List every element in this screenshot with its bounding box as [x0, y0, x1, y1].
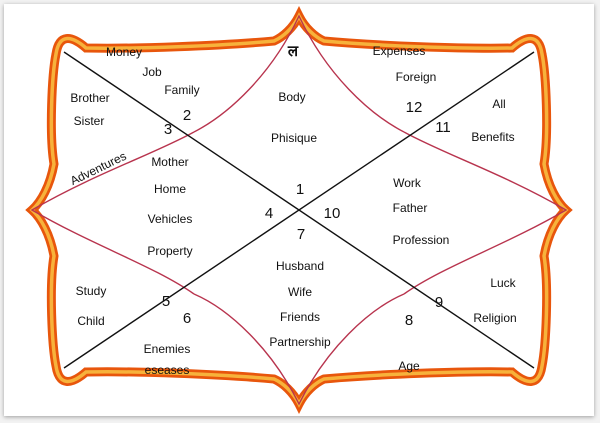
house-9-label-religion: Religion [473, 311, 516, 325]
chart-card: ल 1 Body Phisique 2 Money Job Family 3 B… [4, 4, 594, 416]
house-11-number: 11 [435, 119, 451, 136]
house-2-label-job: Job [142, 65, 162, 79]
house-9-label-luck: Luck [490, 276, 516, 290]
house-12-label-foreign: Foreign [396, 70, 437, 84]
house-10-label-profession: Profession [393, 233, 450, 247]
house-10-number: 10 [324, 205, 341, 222]
house-7-label-wife: Wife [288, 285, 312, 299]
house-9-number: 9 [435, 294, 443, 311]
house-7-number: 7 [297, 226, 305, 243]
top-glyph: ल [287, 42, 299, 60]
house-10-label-work: Work [393, 176, 422, 190]
house-6-label-enemies: Enemies [144, 342, 191, 356]
house-3-label-brother: Brother [70, 91, 109, 105]
house-3-label-adventures: Adventures [68, 149, 129, 188]
house-5-label-study: Study [76, 284, 107, 298]
house-4-label-property: Property [147, 244, 192, 258]
house-10-label-father: Father [393, 201, 428, 215]
house-12-label-expenses: Expenses [373, 44, 426, 58]
house-1-number: 1 [296, 181, 304, 198]
house-5-label-child: Child [77, 314, 104, 328]
curve-top [193, 14, 405, 133]
house-7-label-friends: Friends [280, 310, 320, 324]
house-8-number: 8 [405, 312, 413, 329]
curve-bottom [193, 293, 405, 406]
house-6-label-eseases: eseases [145, 363, 190, 377]
house-4-label-vehicles: Vehicles [148, 212, 193, 226]
house-11-label-benefits: Benefits [471, 130, 514, 144]
house-4-label-home: Home [154, 182, 186, 196]
house-12-number: 12 [406, 99, 423, 116]
house-5-number: 5 [162, 293, 170, 310]
birth-chart-diagram: ल 1 Body Phisique 2 Money Job Family 3 B… [25, 5, 573, 415]
curve-left [30, 131, 195, 295]
house-4-label-mother: Mother [151, 155, 188, 169]
house-11-label-all: All [492, 97, 505, 111]
house-7-label-partnership: Partnership [269, 335, 331, 349]
house-3-label-sister: Sister [74, 114, 105, 128]
house-2-number: 2 [183, 107, 191, 124]
house-6-number: 6 [183, 310, 191, 327]
diagonal-tr-bl [63, 51, 535, 369]
house-4-number: 4 [265, 205, 273, 222]
curve-right [403, 131, 568, 295]
house-7-label-husband: Husband [276, 259, 324, 273]
house-2-label-family: Family [164, 83, 199, 97]
house-8-label-age: Age [398, 359, 420, 373]
house-1-label-body: Body [278, 90, 305, 104]
house-3-number: 3 [164, 121, 172, 138]
house-1-label-phisique: Phisique [271, 131, 317, 145]
house-2-label-money: Money [106, 45, 142, 59]
